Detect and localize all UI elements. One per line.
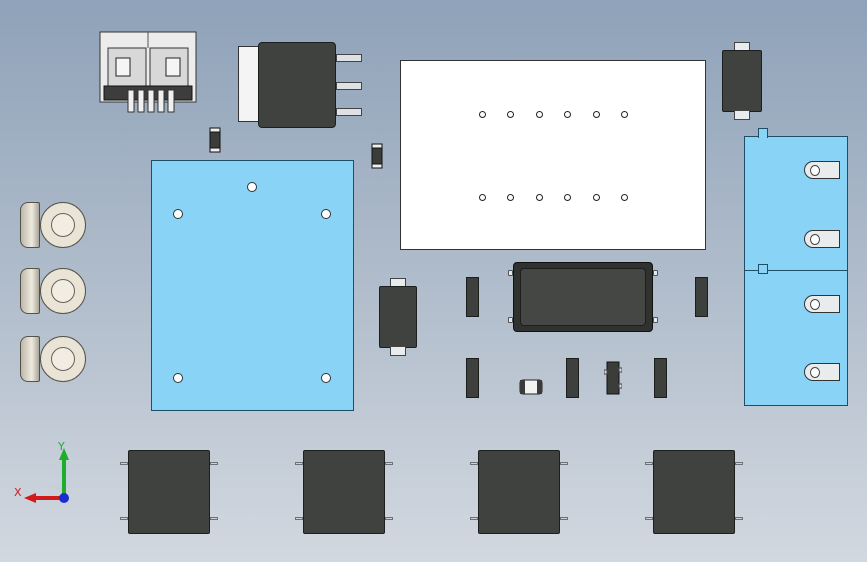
diode[interactable] xyxy=(371,143,383,169)
resistor[interactable] xyxy=(654,358,667,398)
resistor[interactable] xyxy=(566,358,579,398)
resistor[interactable] xyxy=(466,277,479,317)
triad-y-label: Y xyxy=(58,440,65,453)
diode-icon xyxy=(371,143,383,169)
sop-chip[interactable] xyxy=(508,262,658,332)
knob-icon xyxy=(40,336,86,382)
usb-connector-icon xyxy=(99,31,197,113)
capacitor[interactable] xyxy=(519,379,543,395)
knob-icon xyxy=(40,268,86,314)
diode-icon xyxy=(209,127,221,153)
led-icon xyxy=(804,363,840,381)
regulator-body xyxy=(258,42,336,128)
diode[interactable] xyxy=(209,127,221,153)
led-icon xyxy=(804,295,840,313)
led-icon xyxy=(804,161,840,179)
bottom-module[interactable] xyxy=(295,450,393,534)
triad-axes-icon xyxy=(24,448,69,503)
bottom-module[interactable] xyxy=(470,450,568,534)
led-icon xyxy=(804,230,840,248)
usb-connector[interactable] xyxy=(98,30,198,115)
power-regulator[interactable] xyxy=(238,42,366,128)
triad-x-label: X xyxy=(14,486,22,499)
coordinate-triad: Y X xyxy=(12,440,82,510)
potentiometer[interactable] xyxy=(20,266,90,316)
regulator-pin xyxy=(336,108,362,116)
potentiometer[interactable] xyxy=(20,200,90,250)
blue-board[interactable] xyxy=(151,160,354,411)
resistor[interactable] xyxy=(695,277,708,317)
resistor[interactable] xyxy=(466,358,479,398)
diode-package[interactable] xyxy=(722,42,762,120)
blue-led-terminal[interactable] xyxy=(744,128,848,406)
white-relay-block[interactable] xyxy=(400,60,706,250)
potentiometer[interactable] xyxy=(20,334,90,384)
transistor-icon xyxy=(603,361,623,395)
knob-icon xyxy=(40,202,86,248)
capacitor-icon xyxy=(519,379,543,395)
bottom-module[interactable] xyxy=(645,450,743,534)
diode-package[interactable] xyxy=(379,278,417,356)
transistor[interactable] xyxy=(603,360,623,396)
regulator-pin xyxy=(336,82,362,90)
bottom-module[interactable] xyxy=(120,450,218,534)
regulator-pin xyxy=(336,54,362,62)
